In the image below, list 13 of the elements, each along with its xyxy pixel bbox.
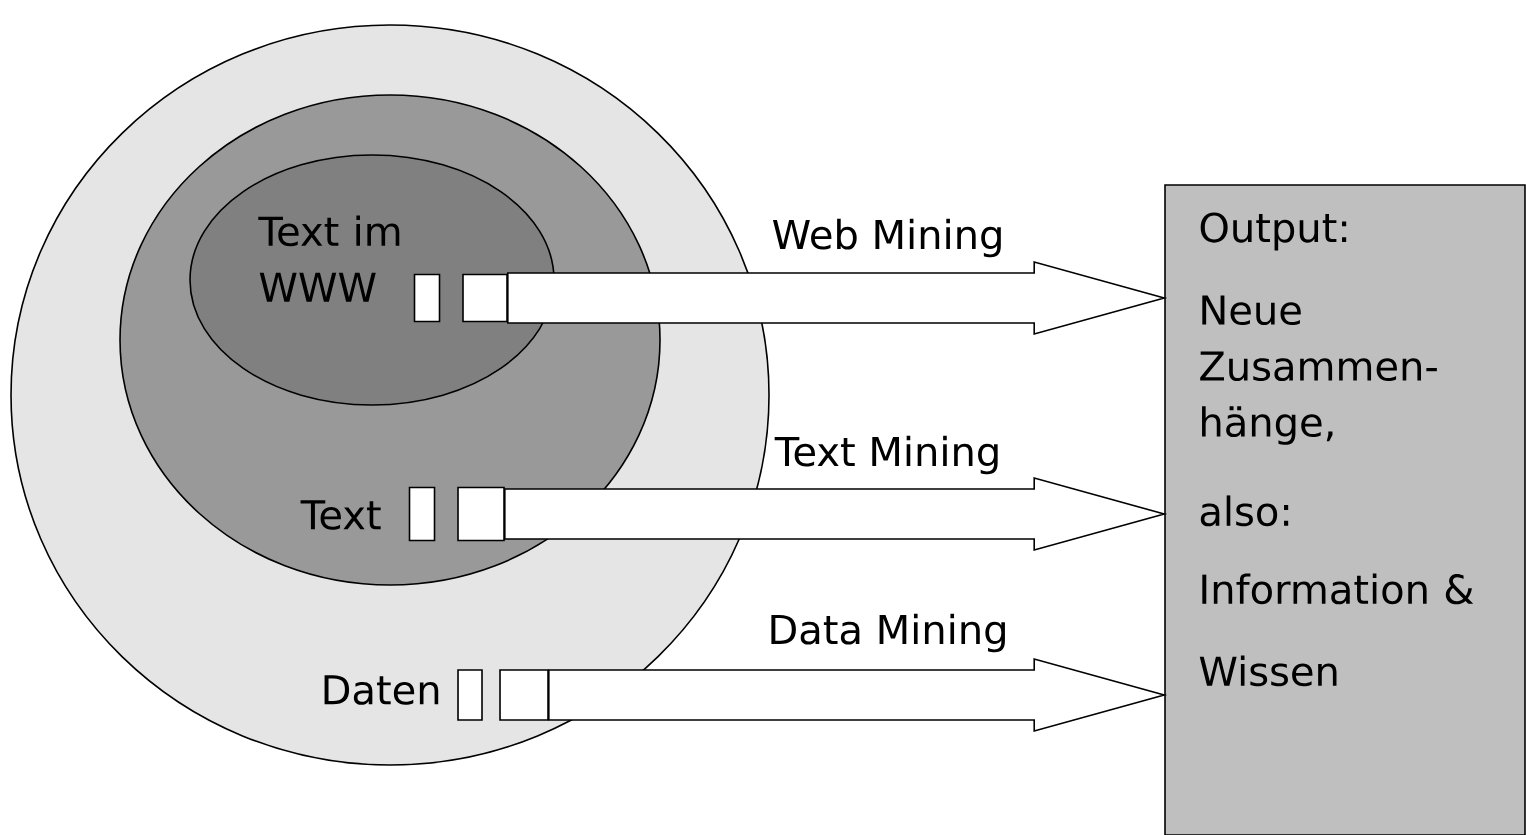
small-box — [413, 273, 441, 323]
small-box — [457, 669, 483, 721]
block-arrow — [507, 260, 1168, 336]
small-box — [408, 486, 436, 542]
edge-label: Web Mining — [772, 218, 1001, 258]
edge-label: Data Mining — [771, 613, 1005, 653]
output-box: Output: Neue Zusammen- hänge, also: Information & Wissen — [1164, 184, 1526, 835]
edge-label: Text Mining — [774, 435, 998, 475]
small-box — [462, 273, 508, 323]
small-box — [499, 669, 549, 721]
block-arrow — [548, 657, 1168, 733]
block-arrow — [504, 476, 1168, 552]
small-box — [457, 486, 505, 542]
